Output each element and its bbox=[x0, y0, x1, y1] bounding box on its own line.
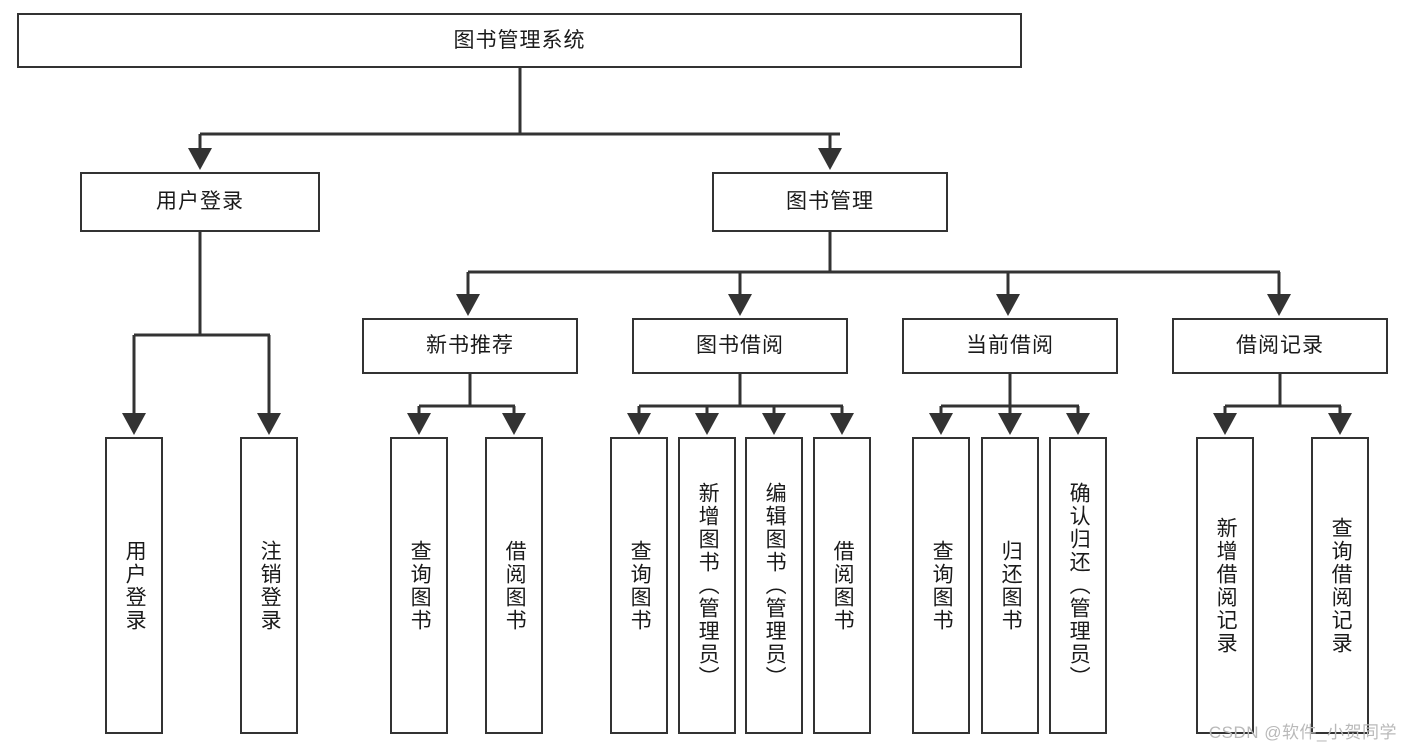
node-book-borrow[interactable]: 图书借阅 bbox=[632, 318, 848, 374]
leaf-book-borrow-add-book-admin[interactable]: 新增图书（管理员） bbox=[678, 437, 736, 734]
leaf-label: 归还图书 bbox=[999, 539, 1023, 632]
node-root-label: 图书管理系统 bbox=[453, 28, 586, 52]
node-new-book-recommend-label: 新书推荐 bbox=[426, 334, 514, 358]
node-new-book-recommend[interactable]: 新书推荐 bbox=[362, 318, 578, 374]
leaf-new-book-query-book[interactable]: 查询图书 bbox=[390, 437, 448, 734]
leaf-label: 查询图书 bbox=[628, 539, 652, 632]
node-borrow-record[interactable]: 借阅记录 bbox=[1172, 318, 1388, 374]
leaf-current-borrow-confirm-return-admin[interactable]: 确认归还（管理员） bbox=[1049, 437, 1107, 734]
leaf-current-borrow-query-book[interactable]: 查询图书 bbox=[912, 437, 970, 734]
leaf-label: 确认归还（管理员） bbox=[1067, 482, 1091, 689]
node-book-management-label: 图书管理 bbox=[786, 190, 874, 214]
leaf-label: 查询图书 bbox=[930, 539, 954, 632]
node-current-borrow[interactable]: 当前借阅 bbox=[902, 318, 1118, 374]
leaf-book-borrow-borrow-book[interactable]: 借阅图书 bbox=[813, 437, 871, 734]
leaf-book-borrow-edit-book-admin[interactable]: 编辑图书（管理员） bbox=[745, 437, 803, 734]
leaf-label: 新增图书（管理员） bbox=[696, 482, 720, 689]
node-book-borrow-label: 图书借阅 bbox=[696, 334, 784, 358]
node-book-management[interactable]: 图书管理 bbox=[712, 172, 948, 232]
watermark: CSDN @软件_小贺同学 bbox=[1208, 723, 1397, 742]
leaf-label: 编辑图书（管理员） bbox=[763, 482, 787, 689]
node-current-borrow-label: 当前借阅 bbox=[966, 334, 1054, 358]
leaf-label: 借阅图书 bbox=[831, 539, 855, 632]
leaf-new-book-borrow-book[interactable]: 借阅图书 bbox=[485, 437, 543, 734]
leaf-borrow-record-query-record[interactable]: 查询借阅记录 bbox=[1311, 437, 1369, 734]
leaf-label: 用户登录 bbox=[123, 539, 147, 632]
leaf-label: 借阅图书 bbox=[503, 539, 527, 632]
node-root[interactable]: 图书管理系统 bbox=[17, 13, 1022, 68]
leaf-label: 查询借阅记录 bbox=[1329, 516, 1353, 655]
leaf-label: 新增借阅记录 bbox=[1214, 516, 1238, 655]
node-user-login-label: 用户登录 bbox=[156, 190, 244, 214]
leaf-book-borrow-query-book[interactable]: 查询图书 bbox=[610, 437, 668, 734]
node-user-login[interactable]: 用户登录 bbox=[80, 172, 320, 232]
node-borrow-record-label: 借阅记录 bbox=[1236, 334, 1324, 358]
leaf-label: 查询图书 bbox=[408, 539, 432, 632]
leaf-current-borrow-return-book[interactable]: 归还图书 bbox=[981, 437, 1039, 734]
leaf-user-login-login[interactable]: 用户登录 bbox=[105, 437, 163, 734]
leaf-label: 注销登录 bbox=[258, 539, 282, 632]
leaf-borrow-record-add-record[interactable]: 新增借阅记录 bbox=[1196, 437, 1254, 734]
leaf-user-login-logout[interactable]: 注销登录 bbox=[240, 437, 298, 734]
